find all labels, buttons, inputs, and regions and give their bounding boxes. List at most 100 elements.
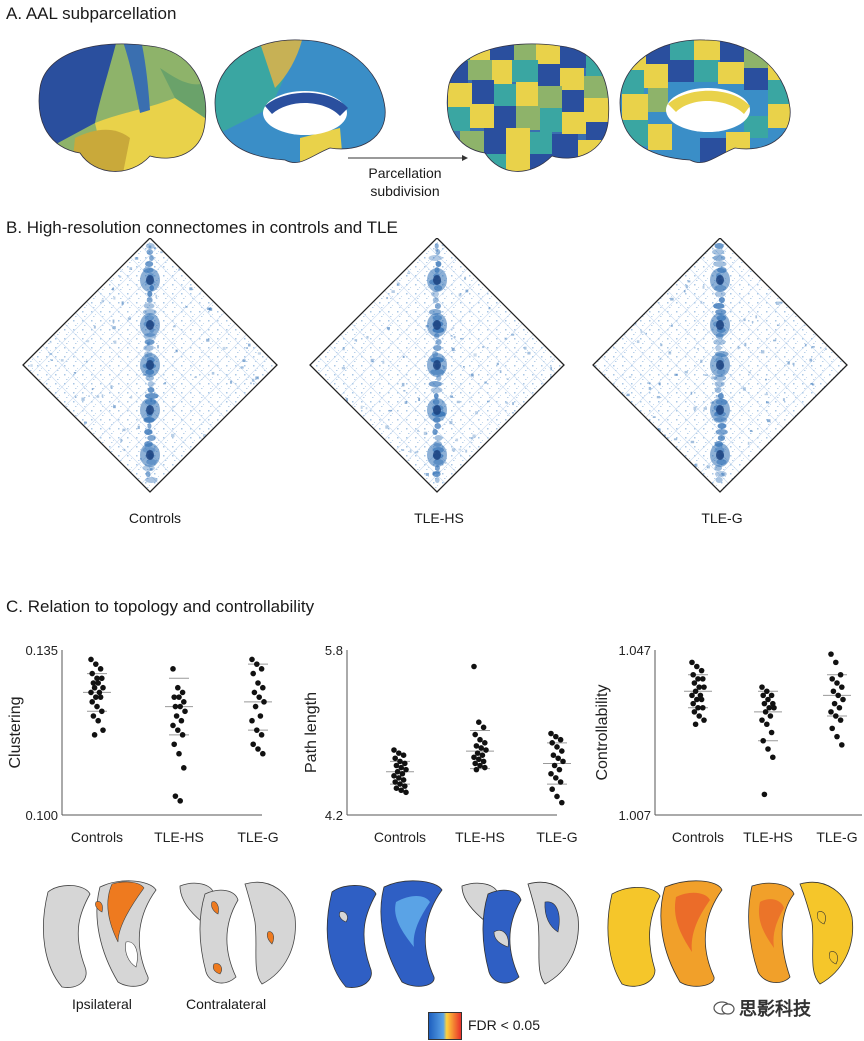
data-point (399, 770, 406, 777)
data-point (398, 764, 405, 771)
data-point (839, 742, 845, 748)
data-point (770, 754, 776, 761)
data-point (834, 680, 840, 686)
data-point (88, 656, 94, 663)
data-point (400, 777, 407, 783)
data-point (253, 661, 260, 667)
fdr-colorbar-label: FDR < 0.05 (468, 1017, 540, 1033)
data-point (403, 789, 409, 796)
data-point (480, 724, 487, 731)
data-point (480, 758, 487, 765)
fdr-colorbar (428, 1012, 462, 1040)
data-point (91, 684, 98, 691)
data-point (176, 750, 182, 757)
x-tick-label: TLE-HS (743, 829, 793, 845)
data-point (478, 745, 485, 751)
data-point (479, 752, 486, 758)
data-point (95, 717, 101, 724)
data-point (394, 768, 401, 775)
data-point (397, 758, 403, 765)
data-point (482, 764, 488, 771)
subdivision-arrow-head (462, 155, 468, 161)
data-point (182, 708, 188, 715)
x-tick-label: Controls (374, 829, 426, 845)
data-point (836, 704, 843, 711)
data-point (839, 684, 845, 690)
watermark: 思影科技 (713, 995, 811, 1021)
data-point (255, 680, 261, 686)
data-point (553, 733, 559, 740)
data-point (689, 692, 695, 699)
label-contralateral: Contralateral (186, 996, 267, 1012)
data-point (171, 694, 177, 700)
data-point (831, 700, 838, 707)
data-point (483, 747, 489, 753)
data-point (96, 689, 103, 696)
y-axis-label: Clustering (7, 696, 24, 768)
arrow-label-line2: subdivision (370, 183, 440, 199)
data-point (550, 752, 557, 758)
data-point (830, 688, 837, 695)
x-tick-label: TLE-HS (154, 829, 204, 845)
data-point (764, 688, 770, 695)
data-point (698, 667, 705, 674)
data-point (473, 743, 480, 749)
data-point (171, 741, 177, 748)
data-point (694, 696, 700, 703)
data-point (397, 781, 403, 787)
data-point (261, 699, 267, 705)
data-point (690, 700, 696, 707)
data-point (761, 700, 768, 707)
data-point (477, 736, 483, 743)
data-point (694, 663, 700, 670)
data-point (771, 704, 777, 711)
arrow-label-line1: Parcellation (368, 165, 442, 181)
data-point (90, 680, 97, 686)
aal-lateral-brain (39, 43, 206, 172)
data-point (400, 752, 407, 758)
data-point (476, 756, 482, 763)
data-point (393, 762, 400, 769)
matrix-label-tle-hs: TLE-HS (414, 510, 464, 526)
data-point (548, 770, 554, 777)
data-point (554, 793, 560, 800)
x-tick-label: TLE-G (536, 829, 577, 845)
data-point (835, 692, 841, 699)
data-point (829, 725, 835, 732)
y-tick-bottom: 0.100 (25, 808, 58, 823)
data-point (100, 684, 106, 691)
data-point (762, 709, 769, 715)
data-point (691, 709, 698, 715)
data-point (556, 766, 563, 773)
data-point (391, 773, 397, 779)
data-point (255, 746, 261, 752)
data-point (177, 703, 183, 710)
y-tick-bottom: 1.007 (618, 808, 651, 823)
data-point (172, 793, 179, 799)
data-point (837, 717, 844, 723)
data-point (175, 727, 181, 733)
data-point (471, 754, 477, 761)
wechat-icon (713, 1000, 735, 1016)
data-point (700, 676, 706, 682)
data-point (253, 727, 260, 733)
data-point (554, 744, 560, 750)
data-point (249, 656, 255, 663)
data-point (97, 666, 104, 672)
data-point (695, 676, 701, 682)
data-point (759, 717, 765, 723)
data-point (402, 760, 408, 767)
data-point (392, 755, 399, 762)
data-point (99, 675, 105, 682)
arrow-label: Parcellation subdivision (350, 164, 460, 200)
data-point (482, 740, 488, 746)
data-point (560, 758, 566, 765)
data-point (760, 737, 766, 744)
data-point (696, 713, 702, 719)
data-point (178, 717, 185, 724)
data-point (89, 670, 95, 677)
matrix-label-controls: Controls (128, 510, 182, 526)
data-point (177, 798, 183, 804)
data-point (396, 775, 402, 781)
